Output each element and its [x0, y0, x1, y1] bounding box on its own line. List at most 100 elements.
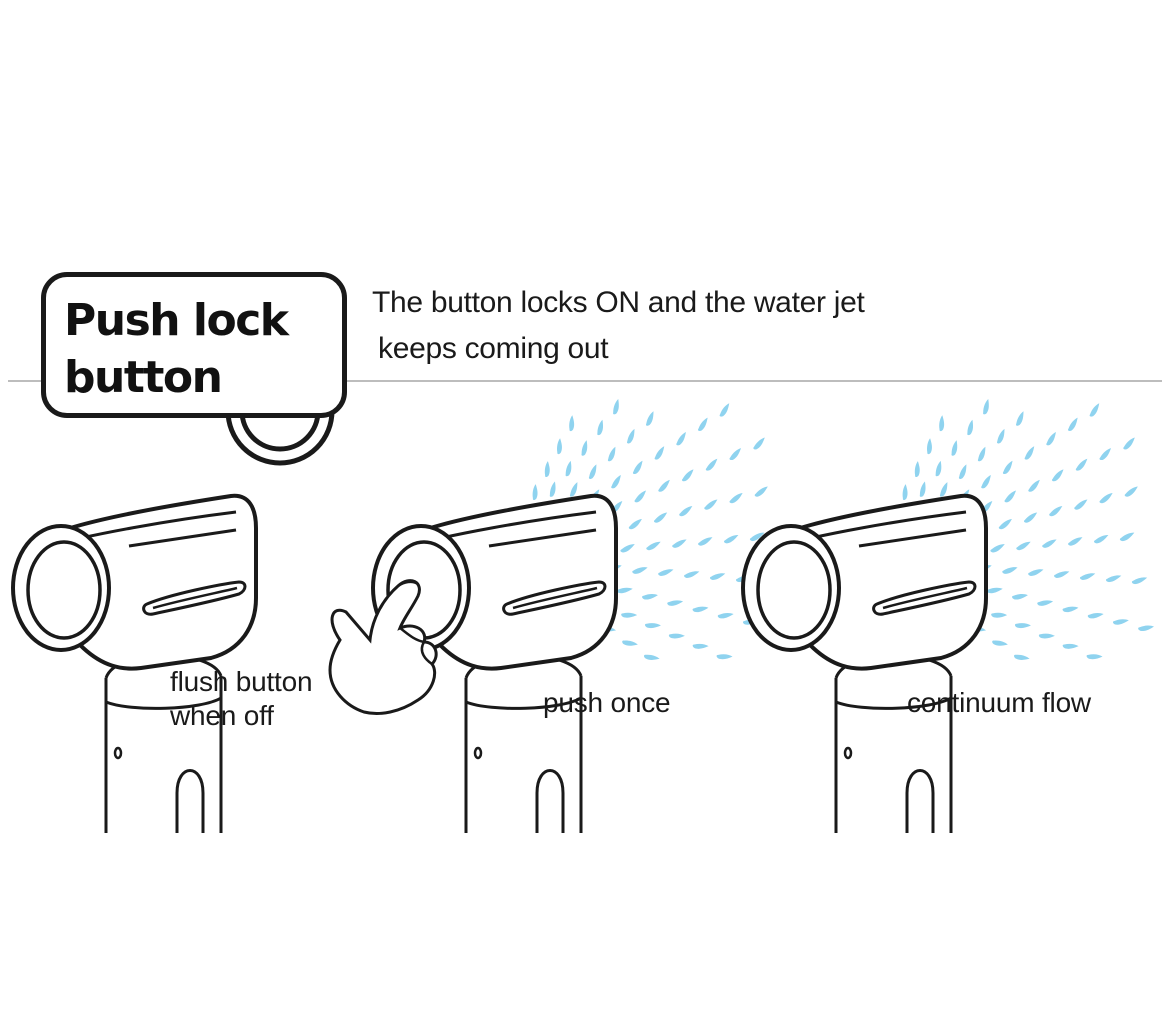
water-drop-icon [692, 602, 709, 617]
description-line-1: The button locks ON and the water jet [372, 286, 865, 319]
water-drop-icon [990, 543, 1005, 554]
water-drop-icon [616, 583, 633, 598]
water-drop-icon [621, 635, 638, 652]
water-drop-icon [1085, 649, 1103, 665]
water-drop-icon [592, 419, 609, 436]
water-drop-icon [1011, 589, 1028, 604]
water-drop-icon [629, 460, 647, 475]
water-drop-icon [921, 438, 938, 455]
water-drop-icon [986, 583, 1003, 598]
water-drop-icon [914, 481, 932, 498]
water-drop-icon [539, 461, 556, 478]
water-drop-icon [1119, 531, 1135, 542]
water-drop-icon [551, 438, 568, 455]
water-drop-icon [1068, 536, 1083, 547]
water-drop-icon [623, 428, 640, 445]
water-drop-icon [997, 518, 1013, 530]
water-drop-icon [564, 415, 580, 432]
title-line-1: Push lock [64, 295, 289, 346]
water-drop-icon [1001, 564, 1018, 577]
diagram-title: Push lock button [64, 292, 304, 406]
hand-pointer-icon [328, 579, 438, 715]
water-drop-icon [1038, 628, 1055, 644]
water-drop-icon [1097, 448, 1114, 461]
water-drop-icon [1064, 417, 1082, 432]
water-drop-icon [560, 460, 578, 478]
description-line-2: keeps coming out [378, 332, 609, 365]
water-drop-icon [1093, 534, 1109, 544]
water-drop-icon [584, 464, 602, 480]
water-drop-icon [897, 484, 913, 501]
water-drop-icon [978, 474, 995, 490]
water-drop-icon [1112, 615, 1129, 629]
water-drop-icon [680, 469, 697, 482]
water-drop-icon [653, 512, 669, 523]
water-drop-icon [1087, 608, 1104, 623]
water-drop-icon [990, 607, 1008, 623]
water-drop-icon [631, 564, 648, 577]
water-drop-icon [993, 428, 1010, 445]
water-drop-icon [544, 481, 562, 498]
water-drop-icon [565, 482, 583, 498]
water-drop-icon [1053, 568, 1070, 581]
caption-pressed-line-1: push once [543, 687, 671, 718]
water-drop-icon [608, 474, 625, 490]
water-drop-icon [703, 499, 719, 510]
caption-off-line-1: flush button [170, 666, 313, 697]
water-drop-icon [1016, 541, 1031, 551]
water-drop-icon [1012, 411, 1029, 427]
water-drop-icon [753, 486, 769, 497]
water-drop-icon [1121, 437, 1138, 451]
water-drop-icon [668, 628, 685, 644]
water-drop-icon [962, 419, 979, 436]
water-drop-icon [632, 490, 649, 503]
water-drop-icon [620, 607, 638, 623]
water-drop-icon [1027, 566, 1044, 579]
title-box [41, 272, 347, 418]
water-drop-icon [1105, 572, 1122, 585]
water-drop-icon [930, 460, 948, 478]
caption-off-line-2: when off [170, 700, 274, 731]
water-drop-icon [1013, 649, 1030, 666]
water-drop-icon [603, 446, 621, 463]
water-drop-icon [1086, 403, 1104, 418]
water-drop-icon [576, 440, 593, 457]
caption-flowing-line-1: continuum flow [907, 687, 1091, 718]
water-drop-icon [717, 608, 734, 623]
water-drop-icon [620, 543, 635, 554]
title-line-2: button [64, 352, 223, 403]
water-drop-icon [1021, 446, 1039, 461]
water-drop-icon [1036, 596, 1054, 610]
water-drop-icon [683, 568, 700, 581]
water-drop-icon [909, 461, 926, 478]
water-drop-icon [666, 596, 684, 610]
caption-pressed: push once [543, 686, 671, 720]
water-drop-icon [694, 417, 712, 432]
water-drop-icon [1050, 469, 1067, 482]
description: The button locks ON and the water jet ke… [372, 280, 992, 372]
water-drop-icon [608, 399, 625, 416]
water-drop-icon [934, 415, 950, 432]
water-drop-icon [727, 448, 744, 461]
water-drop-icon [1137, 621, 1155, 635]
water-drop-icon [1098, 492, 1114, 504]
water-drop-icon [643, 649, 660, 666]
water-drop-icon [1073, 499, 1089, 510]
water-drop-icon [656, 479, 673, 493]
water-drop-icon [672, 538, 687, 549]
water-drop-icon [1062, 602, 1079, 617]
water-drop-icon [954, 464, 972, 480]
water-drop-icon [1014, 618, 1031, 634]
water-drop-icon [716, 403, 734, 418]
water-drop-icon [1131, 574, 1148, 587]
water-drop-icon [751, 437, 768, 451]
caption-off: flush button when off [170, 665, 313, 733]
water-drop-icon [644, 618, 661, 634]
water-drop-icon [1123, 486, 1139, 497]
water-drop-icon [1061, 638, 1079, 654]
water-drop-icon [1023, 512, 1039, 523]
water-drop-icon [1042, 538, 1057, 549]
water-drop-icon [946, 440, 963, 457]
water-drop-icon [723, 534, 739, 544]
